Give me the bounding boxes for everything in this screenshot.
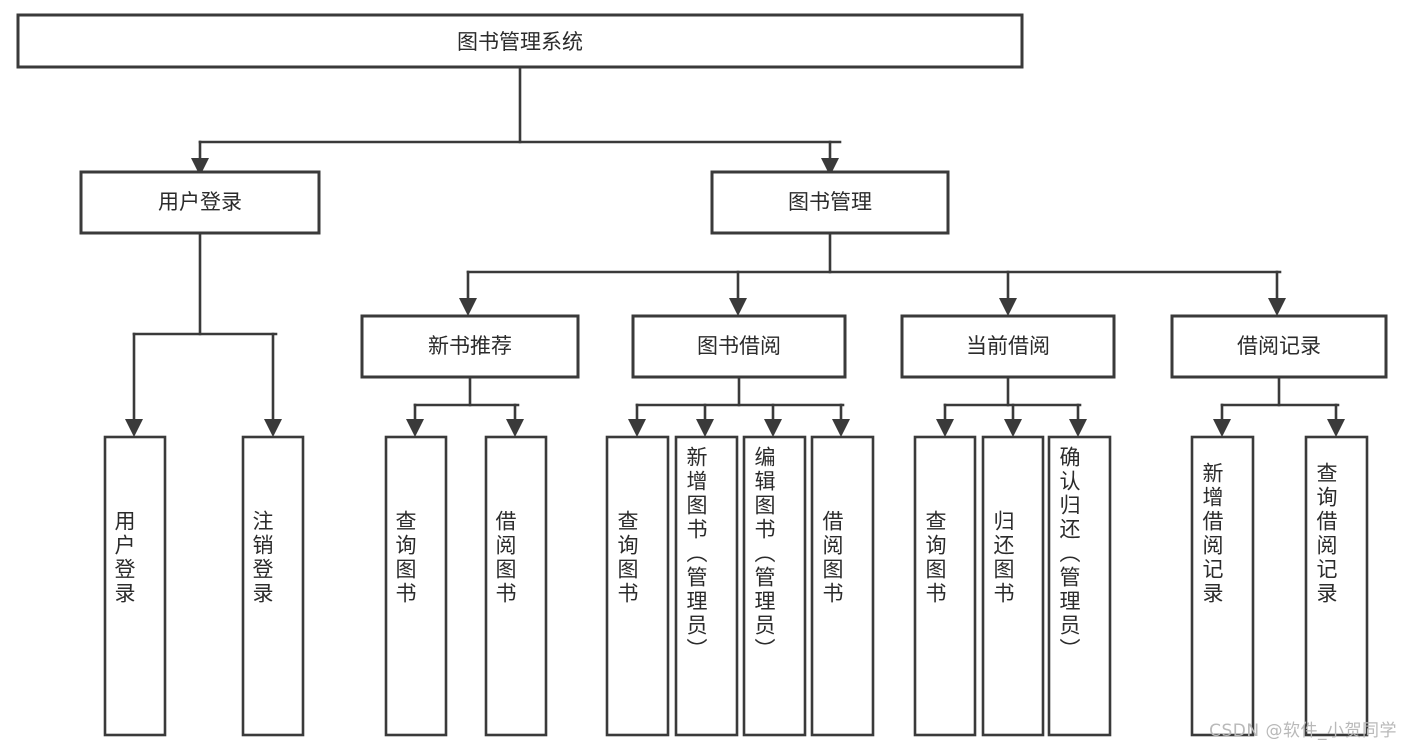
arrow-head-leaf-query-record bbox=[1327, 419, 1345, 437]
node-user-login-label: 用户登录 bbox=[158, 190, 242, 214]
node-root-rect[interactable] bbox=[16, 13, 1024, 69]
node-new-book-recommend-rect[interactable] bbox=[360, 314, 580, 379]
arrow-head-leaf-borrow-book-1 bbox=[506, 419, 524, 437]
leaf-add-book-rect[interactable] bbox=[674, 435, 739, 737]
node-book-manage-rect[interactable] bbox=[710, 170, 950, 235]
leaf-add-record-rect[interactable] bbox=[1190, 435, 1255, 737]
arrow-head-leaf-logout bbox=[264, 419, 282, 437]
arrow-head-user-login bbox=[191, 158, 209, 176]
leaf-query-book-3-rect[interactable] bbox=[913, 435, 977, 737]
node-user-login[interactable]: 用户登录 bbox=[79, 170, 321, 235]
leaf-confirm-return-rect[interactable] bbox=[1047, 435, 1112, 737]
node-current-borrow-label: 当前借阅 bbox=[966, 334, 1050, 358]
node-user-login-rect[interactable] bbox=[79, 170, 321, 235]
node-borrow-record-label: 借阅记录 bbox=[1237, 334, 1321, 358]
node-borrow-record-rect[interactable] bbox=[1170, 314, 1388, 379]
arrow-head-leaf-query-book-1 bbox=[406, 419, 424, 437]
leaf-query-book-1-rect[interactable] bbox=[384, 435, 448, 737]
leaf-user-login-rect[interactable] bbox=[103, 435, 167, 737]
node-root[interactable]: 图书管理系统 bbox=[16, 13, 1024, 69]
node-book-borrow-rect[interactable] bbox=[631, 314, 847, 379]
arrow-head-leaf-add-record bbox=[1213, 419, 1231, 437]
arrow-head-borrow-record bbox=[1268, 298, 1286, 316]
node-book-borrow-label: 图书借阅 bbox=[697, 334, 781, 358]
node-borrow-record[interactable]: 借阅记录 bbox=[1170, 314, 1388, 379]
arrow-head-leaf-query-book-3 bbox=[936, 419, 954, 437]
node-current-borrow-rect[interactable] bbox=[900, 314, 1116, 379]
leaf-query-record-rect[interactable] bbox=[1304, 435, 1369, 737]
arrow-head-leaf-confirm-return bbox=[1069, 419, 1087, 437]
arrow-head-leaf-query-book-2 bbox=[628, 419, 646, 437]
arrow-head-current-borrow bbox=[999, 298, 1017, 316]
node-book-manage[interactable]: 图书管理 bbox=[710, 170, 950, 235]
connector-book-borrow-to-leaves bbox=[628, 375, 850, 437]
watermark-text: CSDN @软件_小贺同学 bbox=[1209, 721, 1397, 741]
leaf-query-book-2-rect[interactable] bbox=[605, 435, 670, 737]
connector-new-book-recommend-to-leaves bbox=[406, 375, 524, 437]
arrow-head-leaf-edit-book bbox=[764, 419, 782, 437]
leaf-logout-rect[interactable] bbox=[241, 435, 305, 737]
arrow-head-new-book-recommend bbox=[459, 298, 477, 316]
arrow-head-leaf-add-book bbox=[696, 419, 714, 437]
node-book-manage-label: 图书管理 bbox=[788, 190, 872, 214]
node-new-book-recommend-label: 新书推荐 bbox=[428, 334, 512, 358]
arrow-head-leaf-user-login bbox=[125, 419, 143, 437]
connector-book-manage-to-level2 bbox=[459, 231, 1286, 316]
arrow-head-leaf-borrow-book-2 bbox=[832, 419, 850, 437]
node-book-borrow[interactable]: 图书借阅 bbox=[631, 314, 847, 379]
arrow-head-book-manage bbox=[821, 158, 839, 176]
node-current-borrow[interactable]: 当前借阅 bbox=[900, 314, 1116, 379]
leaf-return-book-rect[interactable] bbox=[981, 435, 1045, 737]
leaf-edit-book-rect[interactable] bbox=[742, 435, 807, 737]
connector-borrow-record-to-leaves bbox=[1213, 375, 1345, 437]
connector-root-to-level1 bbox=[191, 65, 842, 176]
node-new-book-recommend[interactable]: 新书推荐 bbox=[360, 314, 580, 379]
leaf-borrow-book-1-rect[interactable] bbox=[484, 435, 548, 737]
arrow-head-book-borrow bbox=[729, 298, 747, 316]
leaf-borrow-book-2-rect[interactable] bbox=[810, 435, 875, 737]
connector-current-borrow-to-leaves bbox=[936, 375, 1087, 437]
arrow-head-leaf-return-book bbox=[1004, 419, 1022, 437]
node-root-label: 图书管理系统 bbox=[457, 30, 583, 54]
connector-user-login-to-leaves bbox=[125, 231, 282, 437]
